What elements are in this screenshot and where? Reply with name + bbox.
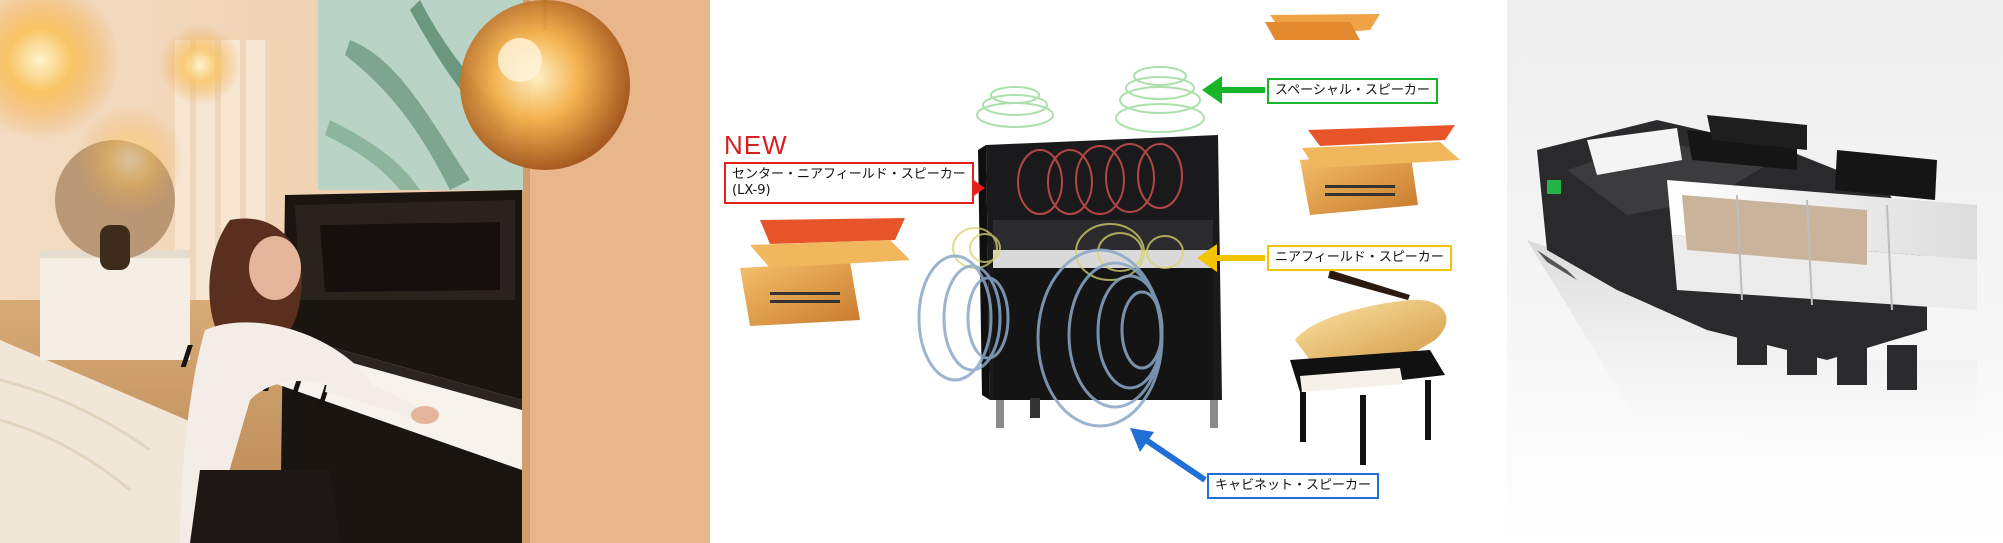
nearfield-rings [952,223,1184,281]
grand-piano-thumb-right-mid [1300,125,1460,215]
center-nearfield-rings [1017,143,1183,215]
label-center-nearfield-line2: (LX-9) [732,183,771,198]
arrow-cabinet [1130,428,1207,483]
label-spatial: スペーシャル・スピーカー [1267,78,1438,104]
grand-piano-thumb-left [740,218,910,326]
label-nearfield: ニアフィールド・スピーカー [1267,245,1452,271]
spatial-speaker-rings [976,66,1205,133]
lifestyle-photo [0,0,710,543]
arrow-spatial [1202,76,1265,104]
upright-piano [978,135,1222,428]
new-badge: NEW [724,130,788,160]
speaker-diagram: NEW センター・ニアフィールド・スピーカー (LX-9) スペーシャル・スピー… [710,0,1507,543]
cabinet-speaker-rings [917,248,1164,428]
label-cabinet-text: キャビネット・スピーカー [1215,478,1372,493]
label-center-nearfield-line1: センター・ニアフィールド・スピーカー [732,167,966,182]
grand-piano [1290,270,1447,465]
key-action-render [1507,0,2003,543]
label-nearfield-text: ニアフィールド・スピーカー [1275,250,1444,265]
diagram-illustration [740,14,1460,483]
label-center-nearfield: センター・ニアフィールド・スピーカー (LX-9) [724,162,974,204]
arrow-nearfield [1197,244,1265,272]
grand-piano-thumb-right-top [1265,14,1380,40]
label-spatial-text: スペーシャル・スピーカー [1275,83,1430,98]
label-cabinet: キャビネット・スピーカー [1207,473,1380,499]
